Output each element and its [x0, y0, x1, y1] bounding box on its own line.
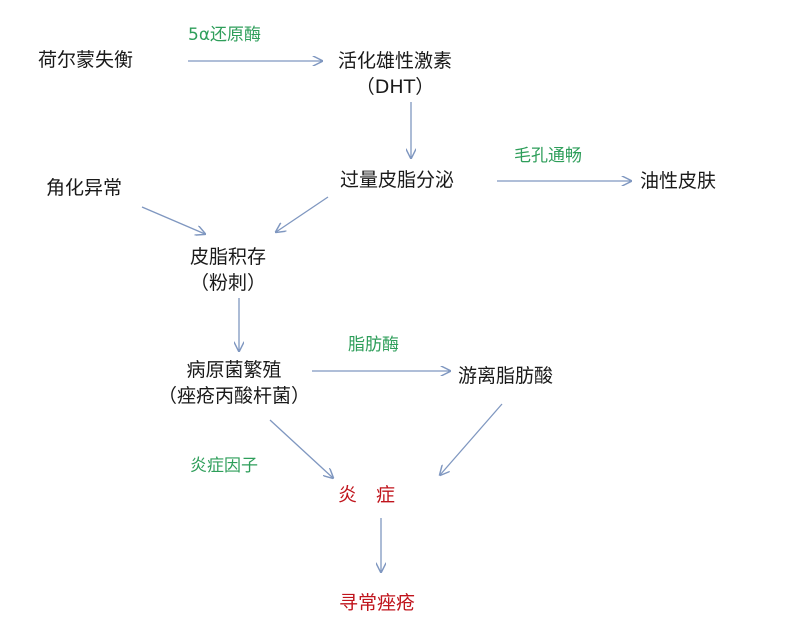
node-label: 活化雄性激素: [338, 50, 453, 72]
node-label: 寻常痤疮: [339, 592, 416, 614]
node-oily-skin: 油性皮肤: [640, 168, 716, 194]
node-label: 游离脂肪酸: [458, 365, 554, 387]
edge-label-inflammatory-factor: 炎症因子: [190, 456, 258, 476]
node-sublabel: （DHT）: [355, 76, 435, 98]
node-label: 过量皮脂分泌: [340, 169, 455, 191]
node-androgen: 活化雄性激素 （DHT）: [338, 48, 452, 100]
node-fatty-acid: 游离脂肪酸: [458, 363, 553, 389]
node-excess-sebum: 过量皮脂分泌: [340, 167, 454, 193]
node-sublabel: （痤疮丙酸杆菌）: [158, 385, 311, 407]
node-inflammation: 炎 症: [338, 482, 395, 508]
arrow-keratin-to-buildup: [141, 206, 205, 234]
edge-label-lipase: 脂肪酶: [348, 335, 399, 355]
node-bacteria: 病原菌繁殖 （痤疮丙酸杆菌）: [158, 357, 310, 409]
node-hormone-imbalance: 荷尔蒙失衡: [38, 47, 133, 73]
node-label: 病原菌繁殖: [186, 359, 282, 381]
node-label: 油性皮肤: [640, 170, 717, 192]
arrow-bacteria-to-inflammation: [269, 419, 333, 478]
arrow-fatty-acid-to-inflammation: [440, 403, 503, 475]
node-label: 角化异常: [46, 177, 123, 199]
node-keratin-abnormal: 角化异常: [46, 175, 122, 201]
node-sublabel: （粉刺）: [190, 272, 267, 294]
node-acne: 寻常痤疮: [339, 590, 415, 616]
edge-label-pores-open: 毛孔通畅: [514, 146, 582, 166]
node-sebum-buildup: 皮脂积存 （粉刺）: [190, 244, 266, 296]
node-label: 炎 症: [338, 484, 396, 506]
edge-label-reductase: 5α还原酶: [188, 25, 262, 45]
node-label: 皮脂积存: [190, 246, 267, 268]
node-label: 荷尔蒙失衡: [38, 49, 134, 71]
arrow-sebum-to-buildup: [276, 196, 329, 232]
